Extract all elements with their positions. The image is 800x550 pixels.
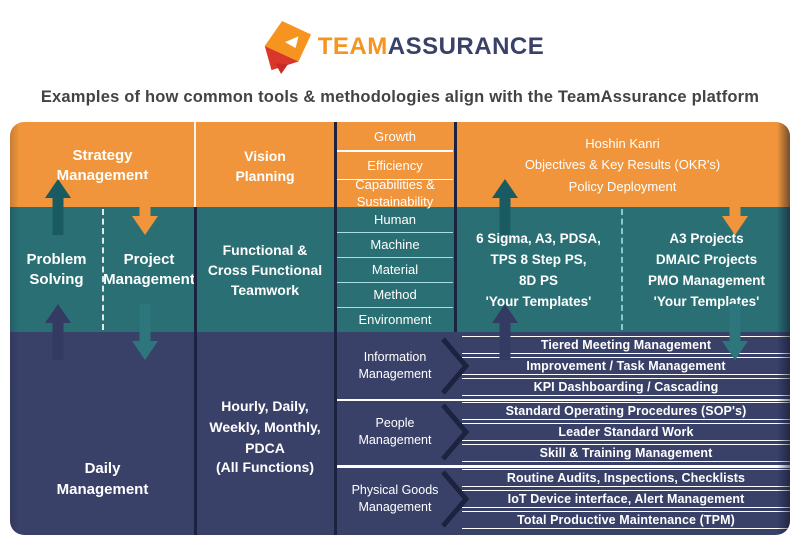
page-title: Examples of how common tools & methodolo… [40,88,760,106]
left-edge-shadow [10,122,19,535]
down-arrow-icon [132,304,158,360]
row-improvement-task: Improvement / Task Management [462,356,790,376]
people-management-rows: Standard Operating Procedures (SOP's) Le… [462,400,790,464]
connected-plan-diagram: Strategy Management Vision Planning Grow… [10,122,790,535]
stack-separator [337,281,453,284]
project-management-label: Project Management [103,250,195,288]
information-management-label: Information Management [358,349,432,382]
stack-separator [337,256,453,259]
stack-separator [337,231,453,234]
column-divider [333,122,337,535]
row-kpi-dashboarding: KPI Dashboarding / Cascading [462,377,790,396]
down-arrow-icon [722,179,748,235]
dashed-divider [621,209,623,330]
stack-item-material: Material [371,262,419,277]
up-arrow-icon [492,179,518,235]
vision-planning-label: Vision Planning [235,147,295,184]
physical-goods-rows: Routine Audits, Inspections, Checklists … [462,467,790,531]
brand-logo: TEAMASSURANCE [0,20,800,74]
project-tools-block: A3 Projects DMAIC Projects PMO Managemen… [647,231,766,309]
row-skill-training: Skill & Training Management [462,443,790,462]
column-divider [194,207,197,535]
information-management-rows: Tiered Meeting Management Improvement / … [462,334,790,398]
row-leader-standard-work: Leader Standard Work [462,422,790,442]
daily-cadence-label: Hourly, Daily, Weekly, Monthly, PDCA [209,397,321,456]
group-separator [337,398,790,401]
right-edge-shadow [777,122,790,535]
daily-management-label: Daily Management [56,460,149,498]
row-sops: Standard Operating Procedures (SOP's) [462,402,790,421]
problem-solving-label: Problem Solving [26,250,87,288]
brand-word-primary: TEAM [317,33,388,60]
stack-item-capabilities: Capabilities & Sustainability [355,177,435,209]
all-functions-label: (All Functions) [216,459,314,475]
problem-solving-tools-block: 6 Sigma, A3, PDSA, TPS 8 Step PS, 8D PS … [476,231,601,309]
daily-management-band [10,332,790,535]
stack-item-growth: Growth [374,128,416,144]
column-divider [454,122,457,332]
brand-word-secondary: ASSURANCE [387,33,545,60]
down-arrow-icon [722,304,748,360]
down-arrow-icon [132,179,158,235]
dashed-divider [102,209,104,330]
physical-goods-management-label: Physical Goods Management [351,482,439,515]
stack-separator [337,178,453,181]
stack-item-human: Human [374,212,416,227]
stack-item-efficiency: Efficiency [367,157,423,173]
up-arrow-icon [492,304,518,360]
chevron-right-icon [441,470,470,528]
stack-item-machine: Machine [370,237,420,252]
row-iot-alerts: IoT Device interface, Alert Management [462,489,790,509]
up-arrow-icon [45,179,71,235]
chevron-right-icon [441,403,470,461]
strategy-management-label: Strategy Management [56,146,149,184]
stack-separator [337,150,453,152]
stack-separator [337,306,453,309]
hoshin-kanri-block: Hoshin Kanri Objectives & Key Results (O… [524,135,721,194]
stack-item-environment: Environment [358,312,432,327]
stack-item-method: Method [373,287,417,302]
row-tpm: Total Productive Maintenance (TPM) [462,510,790,529]
functional-teamwork-label: Functional & Cross Functional Teamwork [207,241,323,299]
column-divider [194,122,196,207]
brand-wordmark: TEAMASSURANCE [318,35,545,59]
chevron-right-icon [441,337,470,395]
people-management-label: People Management [358,415,432,448]
brand-kite-mark-icon [264,20,311,74]
up-arrow-icon [45,304,71,360]
group-separator [337,465,790,468]
row-tiered-meeting: Tiered Meeting Management [462,336,790,355]
row-routine-audits: Routine Audits, Inspections, Checklists [462,469,790,488]
